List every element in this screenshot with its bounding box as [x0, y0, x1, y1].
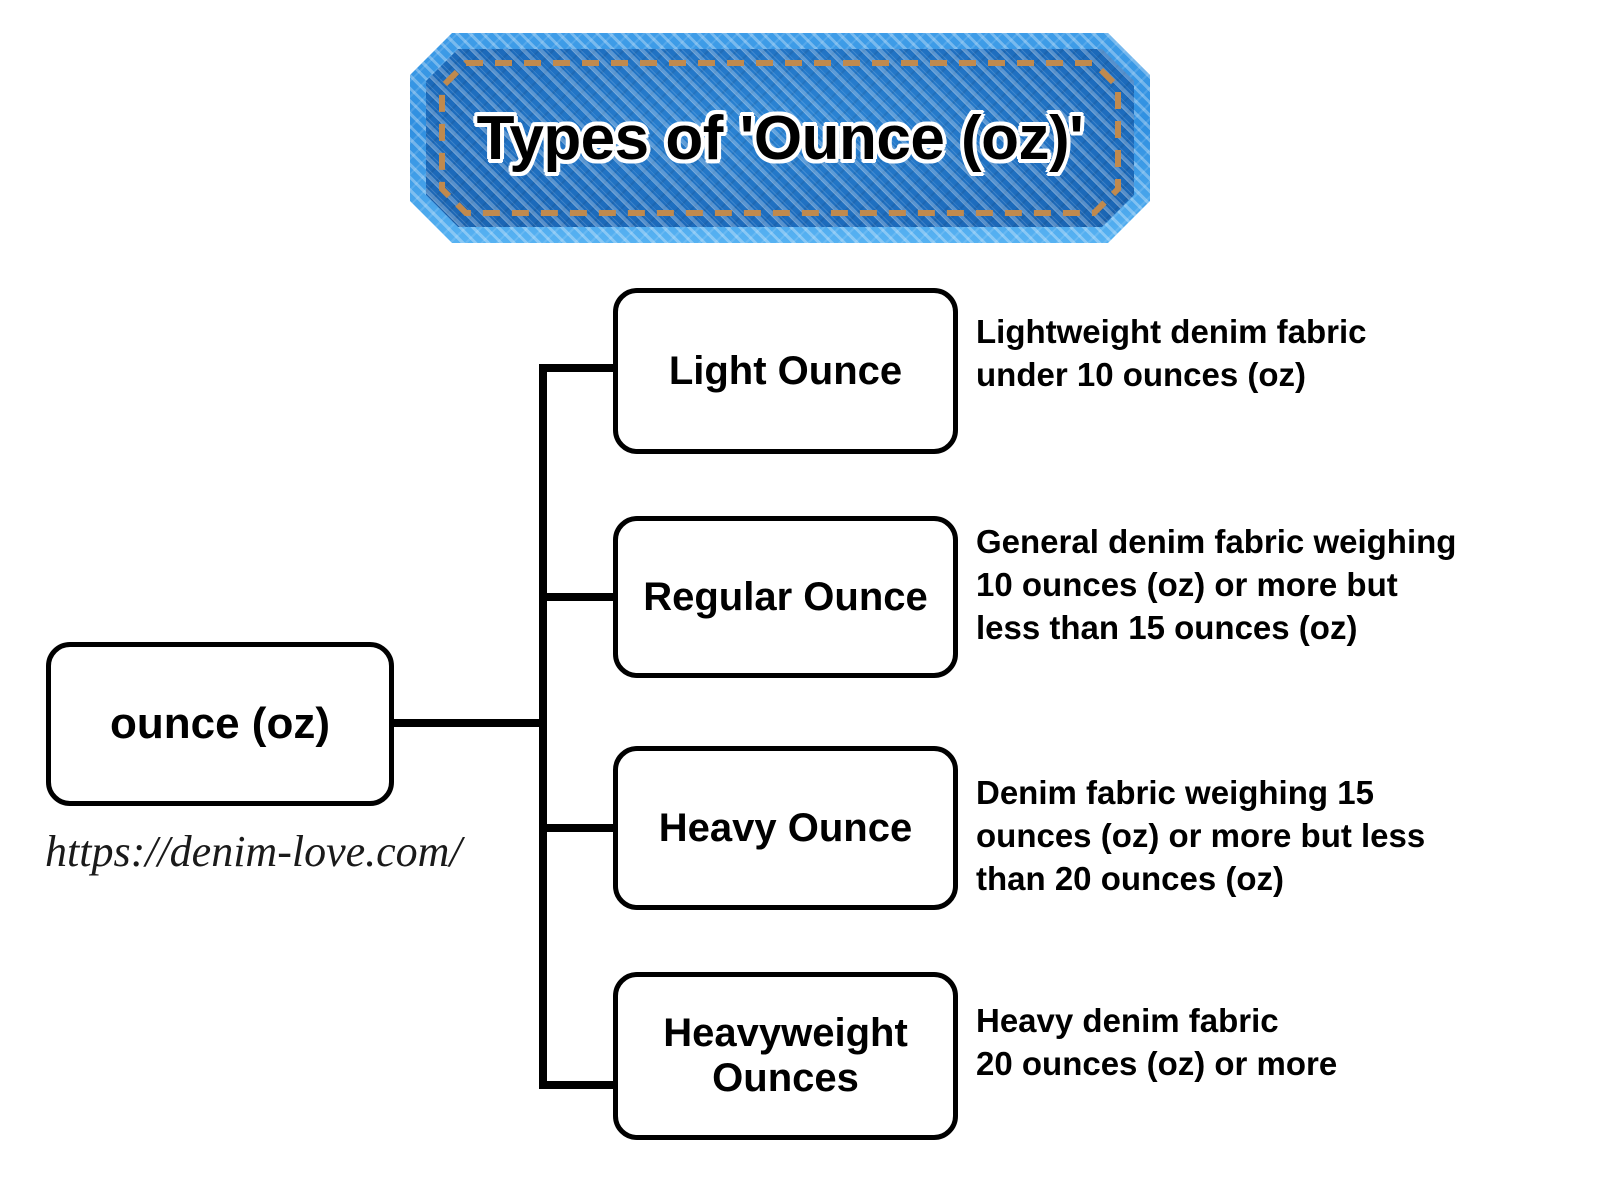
- description-line: Lightweight denim fabric: [976, 313, 1367, 350]
- description-line: under 10 ounces (oz): [976, 355, 1307, 393]
- node-label: Light Ounce: [668, 348, 903, 393]
- node-label: Heavy Ounce: [658, 805, 913, 850]
- description-regular-ounce: General denim fabric weighing 10 ounces …: [976, 521, 1536, 650]
- node-heavy-ounce[interactable]: Heavy Ounce: [613, 746, 958, 910]
- description-heavyweight-ounces: Heavy denim fabric 20 ounces (oz) or mor…: [976, 1000, 1536, 1086]
- description-line: General denim fabric weighing: [976, 523, 1457, 560]
- description-light-ounce: Lightweight denim fabric under 10 ounces…: [976, 311, 1536, 397]
- node-regular-ounce[interactable]: Regular Ounce: [613, 516, 958, 678]
- description-line: Denim fabric weighing 15: [976, 774, 1374, 811]
- node-heavyweight-ounces[interactable]: Heavyweight Ounces: [613, 972, 958, 1140]
- description-line: ounces (oz) or more but less: [976, 816, 1426, 854]
- description-line: 20 ounces (oz) or more: [976, 1044, 1338, 1082]
- description-heavy-ounce: Denim fabric weighing 15 ounces (oz) or …: [976, 772, 1536, 901]
- root-node-label: ounce (oz): [110, 699, 330, 749]
- description-line: less than 15 ounces (oz): [976, 608, 1358, 646]
- description-line: than 20 ounces (oz): [976, 859, 1285, 897]
- node-label-line: Ounces: [712, 1056, 859, 1100]
- node-label-line: Heavyweight: [663, 1011, 908, 1056]
- page-title: Types of 'Ounce (oz)': [476, 103, 1084, 173]
- node-label: Heavyweight Ounces: [663, 1011, 908, 1101]
- root-node[interactable]: ounce (oz): [46, 642, 394, 806]
- watermark: https://denim-love.com/: [45, 827, 462, 876]
- node-light-ounce[interactable]: Light Ounce: [613, 288, 958, 454]
- description-line: Heavy denim fabric: [976, 1002, 1279, 1039]
- node-label: Regular Ounce: [643, 574, 928, 619]
- title-banner: Types of 'Ounce (oz)': [410, 33, 1150, 243]
- description-line: 10 ounces (oz) or more but: [976, 565, 1398, 603]
